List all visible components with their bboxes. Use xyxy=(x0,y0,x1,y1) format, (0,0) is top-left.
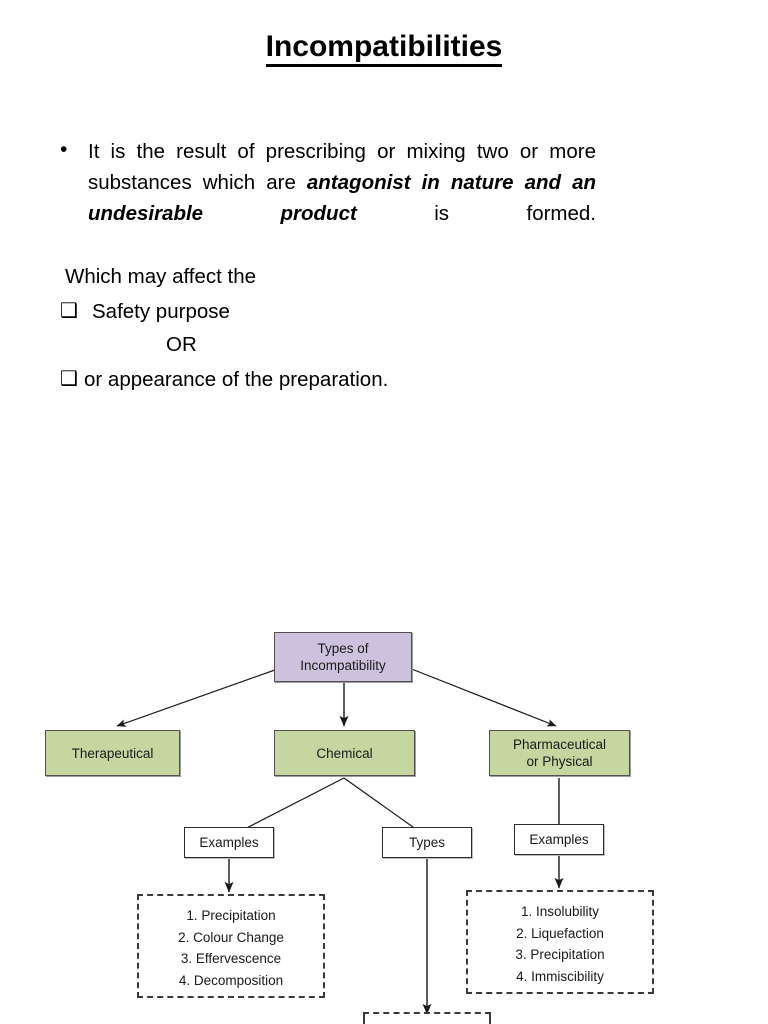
list-item: 1. Precipitation xyxy=(186,908,276,923)
node-pharmaceutical-examples[interactable]: Examples xyxy=(514,824,604,855)
appearance-item: ❑ or appearance of the preparation. xyxy=(56,364,596,395)
list-item: 1. Insolubility xyxy=(520,904,600,919)
node-types-of-incompatibility[interactable]: Types of Incompatibility xyxy=(274,632,412,682)
bullet-dot-icon: • xyxy=(60,138,68,161)
body-text-block: • It is the result of prescribing or mix… xyxy=(56,136,596,395)
list-chemical-types-cutoff xyxy=(363,1012,491,1024)
list-item: 2. Liquefaction xyxy=(516,925,604,941)
node-chemical-examples-label: Examples xyxy=(199,835,259,850)
definition-bullet: • It is the result of prescribing or mix… xyxy=(56,136,596,260)
which-may-affect-line: Which may affect the xyxy=(65,265,257,288)
page-title: Incompatibilities xyxy=(0,30,768,67)
definition-text-part2: is formed. xyxy=(356,202,596,225)
definition-text-part1: It is the result of prescribing or mixin… xyxy=(88,140,596,194)
node-pharmaceutical-examples-label: Examples xyxy=(529,832,589,847)
node-therapeutical-label: Therapeutical xyxy=(71,745,154,761)
list-item: 2. Colour Change xyxy=(178,929,284,945)
node-chemical-examples[interactable]: Examples xyxy=(184,827,274,858)
node-chemical-types[interactable]: Types xyxy=(382,827,472,858)
node-chemical-label: Chemical xyxy=(316,745,373,761)
definition-paragraph: It is the result of prescribing or mixin… xyxy=(88,136,596,260)
incompatibility-types-diagram: Types of Incompatibility Therapeutical C… xyxy=(0,600,768,1024)
list-item: 4. Immiscibility xyxy=(516,968,604,984)
node-root-line1: Types of xyxy=(317,641,369,656)
node-pharmaceutical-line1: Pharmaceutical xyxy=(512,737,607,752)
node-therapeutical[interactable]: Therapeutical xyxy=(45,730,180,776)
list-item: 3. Effervescence xyxy=(180,951,282,966)
definition-emphasis: antagonist in nature and an undesirable … xyxy=(88,171,596,225)
node-root-line2: Incompatibility xyxy=(300,658,386,673)
node-chemical-types-label: Types xyxy=(408,835,446,850)
safety-purpose-label: Safety purpose xyxy=(92,300,230,323)
page-title-text: Incompatibilities xyxy=(265,30,503,67)
node-chemical[interactable]: Chemical xyxy=(274,730,415,776)
node-pharmaceutical-line2: or Physical xyxy=(526,754,593,769)
node-pharmaceutical-or-physical[interactable]: Pharmaceutical or Physical xyxy=(489,730,630,776)
checkbox-square-icon: ❑ xyxy=(60,300,78,322)
list-chemical-examples: 1. Precipitation 2. Colour Change 3. Eff… xyxy=(137,894,325,998)
list-pharmaceutical-examples: 1. Insolubility 2. Liquefaction 3. Preci… xyxy=(466,890,654,994)
safety-purpose-item: ❑ Safety purpose xyxy=(56,296,596,327)
list-item: 3. Precipitation xyxy=(515,947,605,962)
checkbox-square-icon: ❑ xyxy=(60,368,78,390)
or-separator-label: OR xyxy=(166,333,197,356)
list-item: 4. Decomposition xyxy=(178,972,284,988)
appearance-label: or appearance of the preparation. xyxy=(84,368,389,391)
